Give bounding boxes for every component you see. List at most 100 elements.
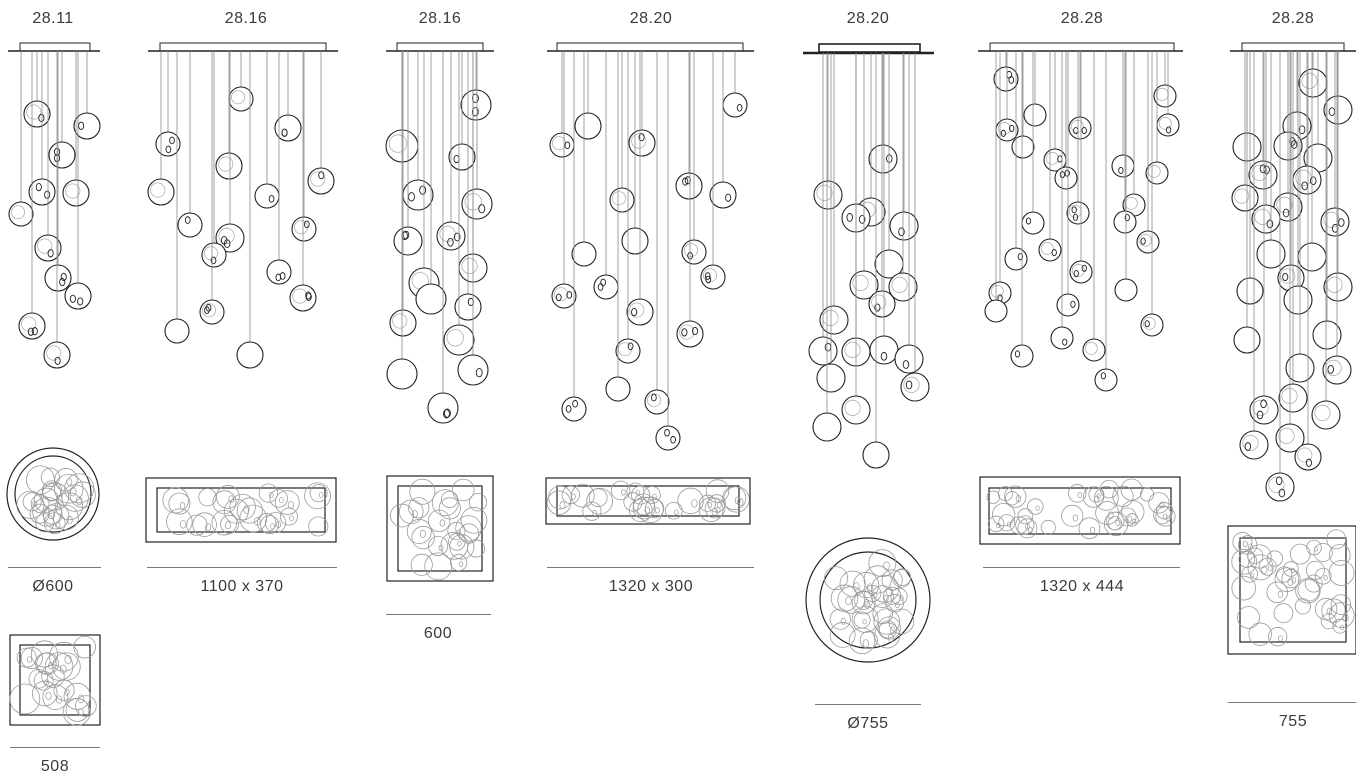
plan-globe-opening (635, 490, 641, 497)
plan-globe-opening (1242, 540, 1248, 548)
globe-inner-ring (679, 324, 695, 340)
globe-outline (819, 305, 849, 335)
globe-outline (1297, 242, 1327, 272)
plan-globe-opening (1250, 573, 1255, 579)
plan-globe (1330, 594, 1352, 615)
globe-inner-ring (388, 134, 408, 153)
plan-globe (987, 515, 1005, 533)
plan-globe-opening (889, 626, 896, 634)
plan-globe (40, 467, 60, 487)
globe-opening (35, 183, 42, 192)
plan-globe (279, 507, 298, 526)
globe-outline (201, 242, 227, 268)
pendant-globes (8, 51, 1353, 502)
globe-opening (1070, 300, 1076, 308)
dimension-label-4: 1320 x 300 (608, 578, 694, 595)
globe-inner-ring (1158, 116, 1172, 130)
globe-inner-ring (1040, 241, 1054, 255)
globe-outline (1023, 103, 1047, 127)
globe-opening (453, 232, 461, 242)
fixture-28-16-wide-plan (145, 477, 337, 543)
globe-opening (184, 216, 191, 224)
plan-globe-opening (654, 507, 660, 514)
plan-globe (839, 570, 866, 597)
globe-opening (268, 195, 275, 203)
plan-globe-opening (711, 508, 718, 516)
globe-outline (868, 144, 898, 174)
dimension-label-5: Ø755 (847, 715, 889, 732)
plan-globe-opening (1291, 577, 1297, 584)
globe-opening (664, 428, 670, 437)
globe-opening (478, 204, 486, 214)
globe-opening (169, 136, 175, 145)
globe-outline (1136, 230, 1160, 254)
plan-globe (885, 594, 904, 613)
plan-globe (1268, 627, 1288, 647)
dimension-line-3 (386, 614, 491, 615)
globe-opening (1310, 176, 1317, 186)
globe-outline (621, 227, 649, 255)
plan-globe (859, 630, 878, 649)
plan-globe (1112, 485, 1134, 507)
fixture-28-20-round-plan (805, 537, 931, 663)
plan-globe (309, 484, 328, 503)
plan-globe (1237, 606, 1260, 629)
plan-globe (1125, 513, 1139, 527)
globe-outline (236, 341, 264, 369)
plan-globe (824, 566, 848, 591)
plan-globe-opening (69, 487, 77, 497)
plan-cluster-6 (824, 549, 915, 655)
model-code-2: 28.16 (224, 10, 268, 27)
globe-outline (274, 114, 302, 142)
globe-opening (1338, 218, 1345, 227)
globe-inner-ring (292, 288, 308, 304)
plan-globe (424, 552, 453, 581)
globe-inner-ring (150, 182, 166, 198)
globe-outline (199, 299, 225, 325)
plan-globe (468, 493, 488, 512)
globe-inner-ring (310, 171, 326, 187)
plan-globe (1005, 491, 1020, 506)
globe-outline (1294, 443, 1322, 471)
plan-globe (1095, 501, 1120, 525)
globe-opening (905, 380, 913, 390)
dimension-label-3: 600 (423, 625, 453, 642)
plan-globe (1107, 516, 1122, 531)
globe-inner-ring (1084, 341, 1098, 355)
globe-opening (682, 177, 689, 186)
plan-globe (16, 647, 37, 668)
model-code-7: 28.28 (1271, 10, 1315, 27)
plan-globe (53, 679, 75, 701)
plan-globe-opening (864, 600, 871, 609)
globe-outline (436, 221, 466, 251)
globe-opening (1014, 350, 1021, 358)
globe-opening (54, 356, 61, 365)
plan-globe (1009, 516, 1028, 535)
plan-globe-opening (1326, 607, 1333, 615)
plan-globe (1305, 560, 1325, 580)
globe-outline (1251, 204, 1281, 234)
globe-opening (78, 121, 85, 130)
plan-globe-opening (55, 695, 63, 704)
globe-outline (1248, 160, 1278, 190)
globe-inner-ring (201, 303, 216, 318)
globe-outline (984, 299, 1008, 323)
plan-globe-opening (1072, 514, 1079, 522)
globe-opening (874, 303, 881, 312)
globe-opening (691, 326, 699, 336)
plan-globe (63, 682, 91, 710)
globe-outline (615, 338, 641, 364)
plan-globe-opening (621, 489, 626, 496)
plan-globe (1266, 550, 1283, 567)
plan-globe (43, 503, 70, 530)
pendant-set-g6 (984, 51, 1180, 392)
globe-outline (64, 282, 92, 310)
globe-opening (303, 220, 310, 229)
globe-outline (1323, 272, 1353, 302)
plan-globe (829, 608, 851, 630)
plan-globe-opening (44, 679, 49, 686)
globe-outline (868, 290, 896, 318)
globe-outline (1265, 472, 1295, 502)
plan-globe (548, 485, 572, 510)
